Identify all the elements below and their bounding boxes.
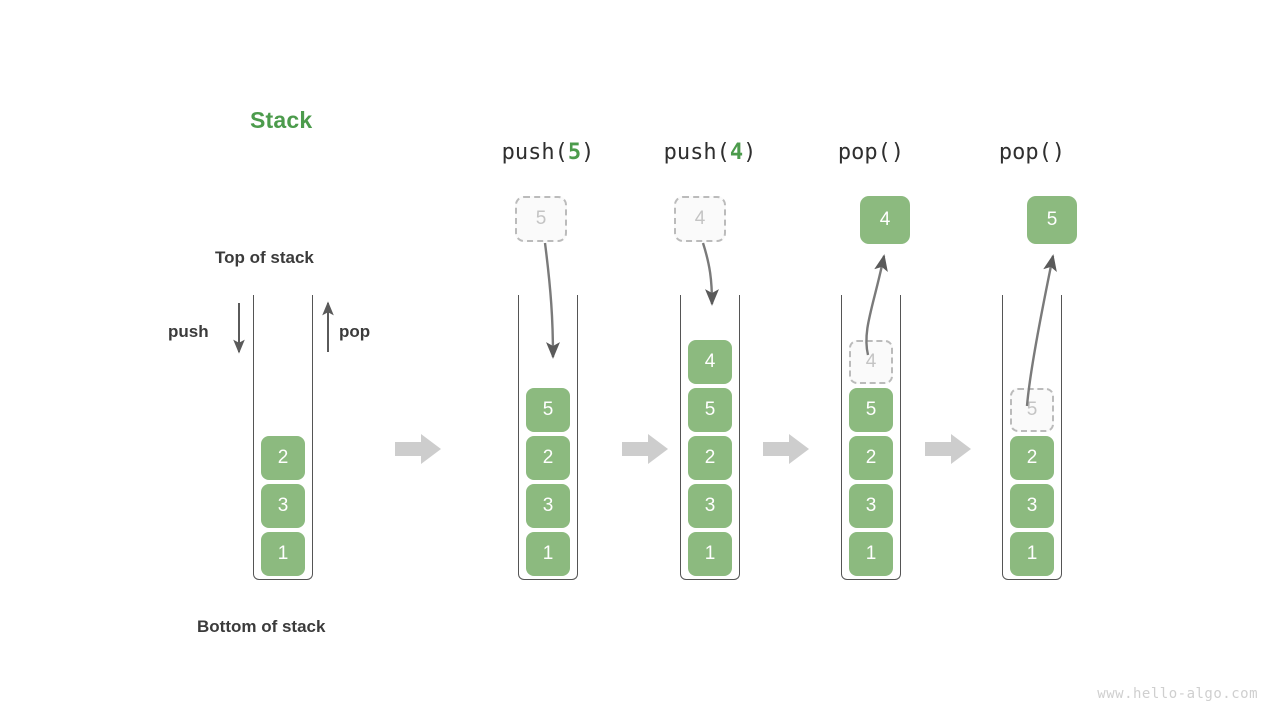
- operation-header-after-push-4: push(4): [664, 140, 757, 165]
- page-title: Stack: [250, 107, 313, 133]
- operation-close-paren: ): [743, 140, 757, 165]
- floating-cell-after-pop-5: 5: [1027, 196, 1077, 244]
- stack-cell: 2: [849, 436, 893, 480]
- transition-arrow-2: [622, 432, 670, 471]
- stack-cell: 1: [526, 532, 570, 576]
- operation-name: pop(: [837, 140, 891, 165]
- bottom-of-stack-label: Bottom of stack: [197, 617, 326, 636]
- stack-cell: 4: [688, 340, 732, 384]
- operation-argument: 4: [729, 140, 744, 165]
- stack-cell: 3: [1010, 484, 1054, 528]
- transition-arrow-4: [925, 432, 973, 471]
- transition-arrow-3: [763, 432, 811, 471]
- stack-cell: 2: [261, 436, 305, 480]
- stack-cell: 1: [1010, 532, 1054, 576]
- operation-header-after-pop-4: pop(): [838, 140, 904, 165]
- floating-cell-after-push-4: 4: [674, 196, 726, 242]
- operation-header-after-push-5: push(5): [502, 140, 595, 165]
- stack-cell: 5: [688, 388, 732, 432]
- watermark: www.hello-algo.com: [1097, 686, 1258, 702]
- operation-name: push(: [501, 140, 568, 165]
- floating-cell-after-push-5: 5: [515, 196, 567, 242]
- floating-cell-after-pop-4: 4: [860, 196, 910, 244]
- stack-cell: 3: [261, 484, 305, 528]
- stack-cell: 5: [1010, 388, 1054, 432]
- transition-arrow-1: [395, 432, 443, 471]
- stack-cell: 1: [261, 532, 305, 576]
- stack-cell: 3: [526, 484, 570, 528]
- stack-cell: 1: [849, 532, 893, 576]
- operation-close-paren: ): [581, 140, 595, 165]
- operation-close-paren: ): [1051, 140, 1066, 165]
- push-operation-label: push: [168, 322, 209, 341]
- stack-cell: 2: [526, 436, 570, 480]
- stack-cell: 5: [849, 388, 893, 432]
- stack-cell: 2: [1010, 436, 1054, 480]
- stack-cell: 4: [849, 340, 893, 384]
- operation-name: push(: [663, 140, 730, 165]
- stack-cell: 3: [849, 484, 893, 528]
- operation-argument: 5: [567, 140, 582, 165]
- pop-operation-label: pop: [339, 322, 371, 341]
- top-of-stack-label: Top of stack: [215, 248, 314, 267]
- stack-cell: 5: [526, 388, 570, 432]
- operation-close-paren: ): [890, 140, 905, 165]
- stack-cell: 1: [688, 532, 732, 576]
- operation-name: pop(: [998, 140, 1052, 165]
- stack-cell: 2: [688, 436, 732, 480]
- operation-header-after-pop-5: pop(): [999, 140, 1065, 165]
- stack-cell: 3: [688, 484, 732, 528]
